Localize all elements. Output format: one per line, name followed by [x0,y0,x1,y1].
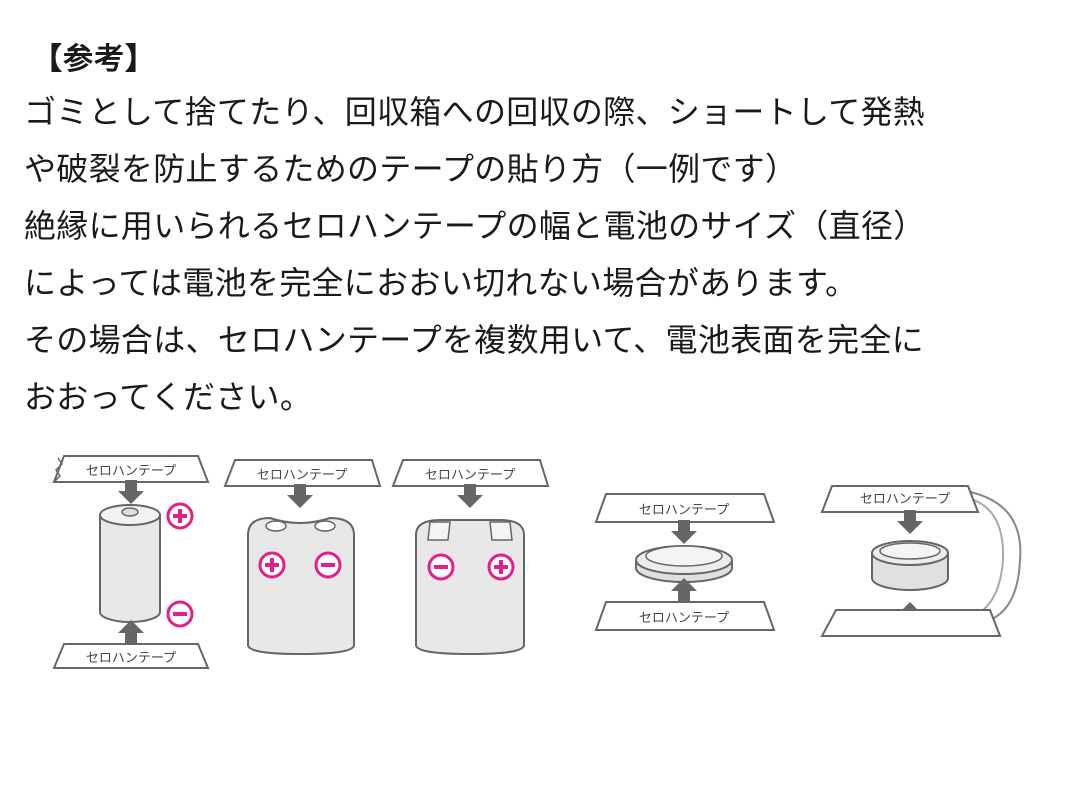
arrow-down-icon [897,510,923,534]
tape-label: セロハンテープ [257,468,347,483]
tape-label: セロハンテープ [86,651,176,666]
tape-bottom-5 [820,609,1002,637]
tape-label: セロハンテープ [86,464,176,479]
instruction-text: 【参考】 ゴミとして捨てたり、回収箱への回収の際、ショートして発熱 や破裂を防止… [24,36,1054,426]
minus-terminal-icon [314,551,342,579]
text-line-4: によっては電池を完全におおい切れない場合があります。 [24,264,858,302]
tape-top-4: セロハンテープ [594,493,776,523]
arrow-up-icon [118,620,144,644]
arrow-down-icon [671,520,697,544]
tape-label: セロハンテープ [639,611,729,626]
plus-terminal-icon [487,553,515,581]
arrow-down-icon [118,480,144,504]
taping-illustration: セロハンテープ セロハンテープ セロハンテープ セロハンテープ [52,455,1022,669]
text-line-3: 絶縁に用いられるセロハンテープの幅と電池のサイズ（直径） [24,207,926,245]
tape-label: セロハンテープ [425,468,515,483]
tape-top-1: セロハンテープ [52,455,210,483]
tape-top-2: セロハンテープ [223,459,382,487]
minus-terminal-icon [166,600,194,628]
coin-battery-diagram-1: セロハンテープ セロハンテープ [594,493,776,631]
tape-label: セロハンテープ [639,503,729,518]
text-line-6: おおってください。 [24,378,313,416]
plus-terminal-icon [166,502,194,530]
coin-battery-diagram-2: セロハンテープ [820,485,1022,637]
double-battery-diagram-2: セロハンテープ [391,459,550,656]
plus-terminal-icon [258,551,286,579]
tape-bottom-4: セロハンテープ [594,601,776,631]
arrow-down-icon [457,484,483,508]
text-line-2: や破裂を防止するためのテープの貼り方（一例です） [24,150,798,188]
tape-label: セロハンテープ [860,492,950,507]
page-heading: 【参考】 [32,42,156,77]
text-line-1: ゴミとして捨てたり、回収箱への回収の際、ショートして発熱 [24,93,926,131]
tape-bottom-1: セロハンテープ [52,643,210,669]
arrow-down-icon [287,484,313,508]
tape-top-5: セロハンテープ [820,485,980,513]
tape-top-3: セロハンテープ [391,459,550,487]
cylinder-battery-diagram: セロハンテープ セロハンテープ [52,455,210,669]
double-battery-diagram-1: セロハンテープ [223,459,382,656]
text-line-5: その場合は、セロハンテープを複数用いて、電池表面を完全に [24,321,924,359]
minus-terminal-icon [427,553,455,581]
